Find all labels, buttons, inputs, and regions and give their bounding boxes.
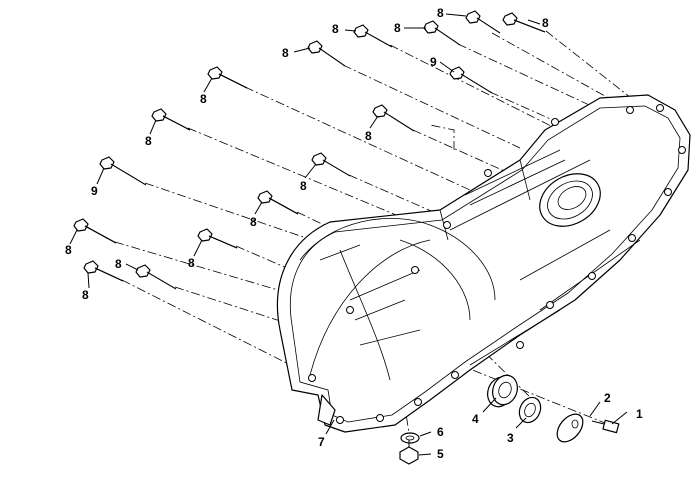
- bolt: [307, 40, 346, 67]
- leader-lines: [69, 13, 628, 456]
- bolt: [207, 66, 248, 89]
- bolt: [449, 66, 493, 94]
- bolt: [99, 156, 147, 186]
- bolt: [311, 152, 351, 177]
- clutch-cover: [276, 94, 691, 433]
- bolt: [465, 10, 501, 34]
- callout-4: 4: [472, 412, 479, 426]
- bolt: [83, 260, 124, 282]
- callout-8: 8: [188, 256, 195, 270]
- bolt: [257, 190, 299, 215]
- bolt: [423, 20, 461, 46]
- callout-7: 7: [318, 435, 325, 449]
- callout-8: 8: [200, 92, 207, 106]
- callout-8: 8: [250, 215, 257, 229]
- callout-8: 8: [282, 46, 289, 60]
- callout-8: 8: [65, 243, 72, 257]
- callout-3: 3: [507, 431, 514, 445]
- seal-part-3: [518, 396, 542, 424]
- washer-part-6: [400, 432, 420, 444]
- bolt: [73, 218, 117, 244]
- callout-1: 1: [636, 407, 643, 421]
- bolt: [353, 24, 393, 48]
- callout-8: 8: [300, 179, 307, 193]
- callout-8: 8: [82, 288, 89, 302]
- callout-2: 2: [604, 391, 611, 405]
- callout-9: 9: [91, 184, 98, 198]
- screw-part-1: [591, 419, 620, 434]
- bolts: [73, 10, 546, 290]
- callout-8: 8: [437, 6, 444, 20]
- callout-8: 8: [145, 134, 152, 148]
- bolt: [197, 228, 238, 249]
- callout-8: 8: [332, 22, 339, 36]
- small-parts: [399, 374, 620, 465]
- bolt: [135, 264, 177, 290]
- callout-6: 6: [437, 425, 444, 439]
- bolt: [151, 108, 191, 131]
- bolt: [502, 12, 546, 33]
- bolt: [372, 104, 415, 132]
- callout-8: 8: [115, 257, 122, 271]
- callout-5: 5: [437, 447, 444, 461]
- callout-9: 9: [430, 55, 437, 69]
- drain-bolt-part-5: [399, 440, 419, 465]
- callout-labels: 1 2 3 4 5 6 7 8 8 8 8 8 8 8 8 8 8 8 8 8 …: [65, 6, 643, 461]
- callout-8: 8: [365, 129, 372, 143]
- plate-part-2: [556, 413, 584, 443]
- bearing-part-4: [487, 374, 518, 408]
- callout-8: 8: [542, 16, 549, 30]
- callout-8: 8: [394, 21, 401, 35]
